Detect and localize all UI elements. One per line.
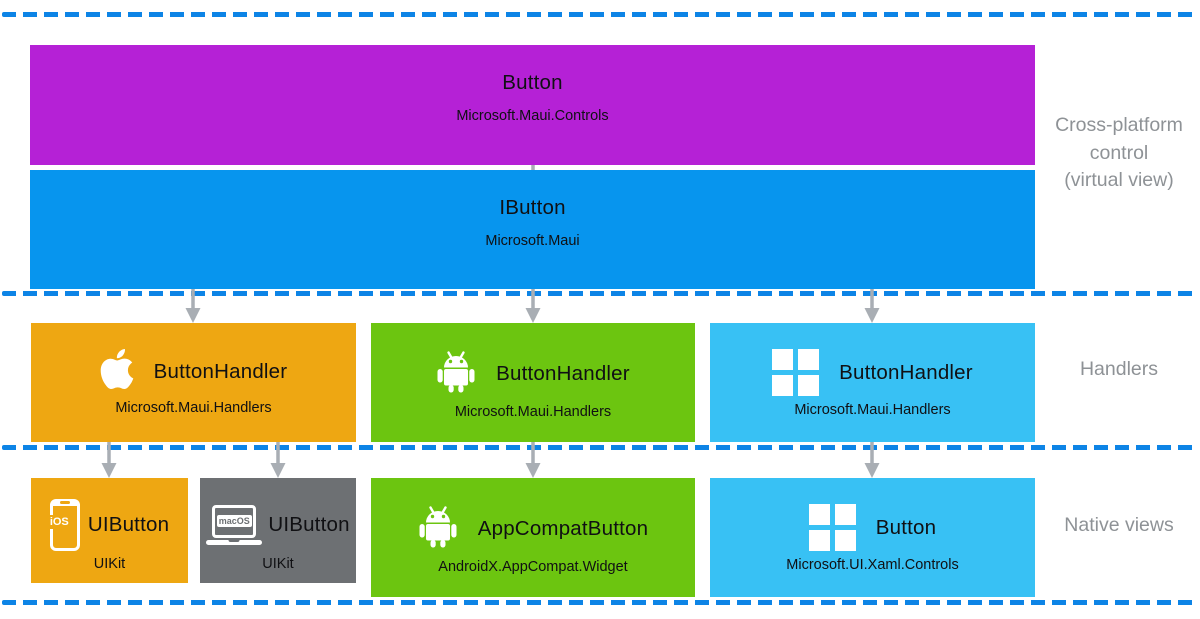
box-title: AppCompatButton: [477, 516, 649, 540]
box-title: IButton: [499, 196, 566, 219]
box-native-winui-button: Button Microsoft.UI.Xaml.Controls: [710, 478, 1035, 597]
ios-badge-label: iOS: [47, 515, 71, 530]
box-native-appcompatbutton: AppCompatButton AndroidX.AppCompat.Widge…: [371, 478, 695, 597]
box-title: Button: [502, 71, 563, 94]
macos-laptop-icon: macOS: [206, 504, 263, 545]
box-title: UIButton: [87, 512, 170, 536]
box-cross-platform-button: Button Microsoft.Maui.Controls: [30, 45, 1035, 165]
box-ios-button-handler: ButtonHandler Microsoft.Maui.Handlers: [31, 323, 356, 442]
box-native-uibutton-macos: macOS UIButton UIKit: [200, 478, 356, 583]
box-namespace: UIKit: [93, 556, 126, 572]
windows-icon: [808, 504, 856, 551]
layer-divider-bottom: [2, 600, 1198, 605]
layer-label-native-views: Native views: [1064, 514, 1174, 536]
box-title: ButtonHandler: [496, 361, 630, 385]
box-title: ButtonHandler: [839, 360, 973, 384]
android-icon: [418, 504, 458, 553]
apple-icon: [100, 349, 134, 394]
box-namespace: Microsoft.Maui.Controls: [456, 108, 609, 124]
box-namespace: Microsoft.Maui: [485, 233, 580, 249]
box-android-button-handler: ButtonHandler Microsoft.Maui.Handlers: [371, 323, 695, 442]
box-title: ButtonHandler: [153, 359, 288, 383]
box-namespace: Microsoft.Maui.Handlers: [454, 404, 612, 420]
macos-badge-label: macOS: [216, 515, 252, 527]
box-windows-button-handler: ButtonHandler Microsoft.Maui.Handlers: [710, 323, 1035, 442]
box-namespace: Microsoft.Maui.Handlers: [794, 402, 951, 418]
box-namespace: Microsoft.UI.Xaml.Controls: [786, 557, 959, 573]
ios-phone-icon: iOS: [47, 498, 80, 551]
layer-divider-handlers: [2, 291, 1198, 296]
android-icon: [436, 349, 476, 398]
windows-icon: [772, 349, 820, 396]
box-title: Button: [875, 515, 937, 539]
box-title: UIButton: [268, 512, 350, 536]
box-namespace: Microsoft.Maui.Handlers: [115, 400, 272, 416]
layer-label-cross-platform: Cross-platform control (virtual view): [1055, 114, 1183, 191]
box-ibutton-interface: IButton Microsoft.Maui: [30, 170, 1035, 289]
layer-divider-top: [2, 12, 1198, 17]
box-namespace: AndroidX.AppCompat.Widget: [438, 559, 628, 575]
layer-label-handlers: Handlers: [1079, 358, 1159, 380]
box-native-uibutton-ios: iOS UIButton UIKit: [31, 478, 188, 583]
layer-divider-native: [2, 445, 1198, 450]
box-namespace: UIKit: [262, 556, 294, 572]
